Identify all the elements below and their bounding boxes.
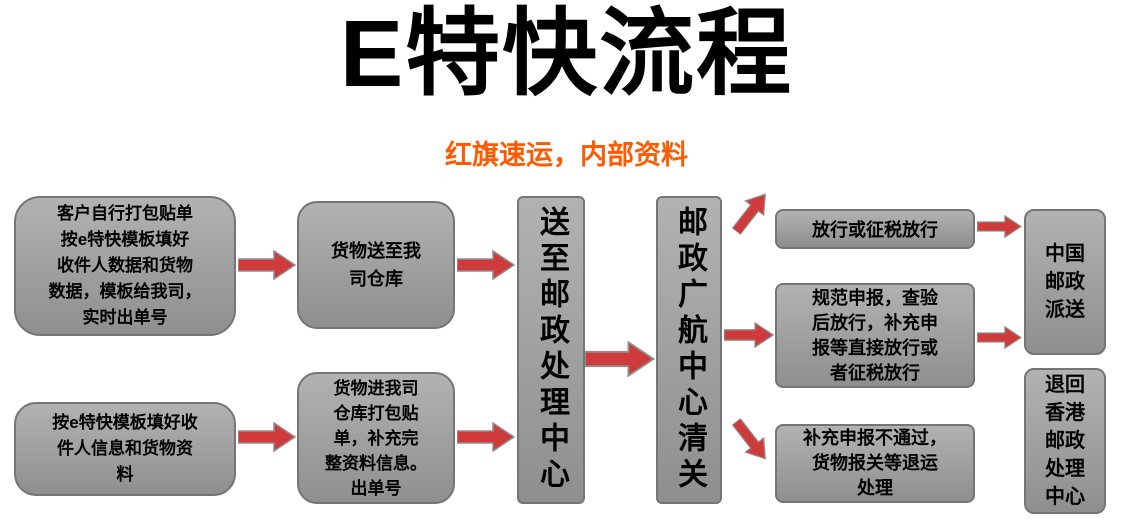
- node-customs-clearance: 邮政广航中心清关: [656, 196, 722, 504]
- arrow-right-icon: [457, 422, 515, 452]
- node-deliver-warehouse: 货物送至我 司仓库: [297, 201, 455, 329]
- node-release: 放行或征税放行: [775, 209, 975, 249]
- arrow-right-icon: [724, 322, 774, 348]
- node-customer-pack: 客户自行打包贴单 按e特快模板填好 收件人数据和货物 数据，模板给我司， 实时出…: [14, 196, 236, 336]
- arrow-right-icon: [238, 250, 296, 280]
- page-subtitle: 红旗速运，内部资料: [445, 140, 688, 170]
- arrow-down-right-icon: [731, 417, 766, 460]
- arrow-right-icon: [977, 215, 1022, 238]
- arrow-right-icon: [585, 341, 655, 377]
- node-declare-fail: 补充申报不通过， 货物报关等退运 处理: [775, 424, 975, 503]
- node-return-hk: 退回 香港 邮政 处理 中心: [1024, 368, 1106, 514]
- arrow-right-icon: [977, 326, 1022, 349]
- node-warehouse-pack: 货物进我司 仓库打包贴 单，补充完 整资料信息。 出单号: [297, 372, 455, 504]
- node-standard-declare: 规范申报，查验 后放行，补充申 报等直接放行或 者征税放行: [775, 283, 975, 388]
- node-china-post: 中国 邮政 派送: [1024, 209, 1106, 355]
- node-fill-template: 按e特快模板填好收 件人信息和货物资 料: [14, 402, 236, 496]
- arrow-right-icon: [457, 250, 515, 280]
- arrow-up-right-icon: [731, 193, 766, 236]
- arrow-right-icon: [238, 422, 296, 452]
- node-postal-center: 送至邮政处理中心: [517, 196, 585, 504]
- page-title: E特快流程: [339, 1, 794, 107]
